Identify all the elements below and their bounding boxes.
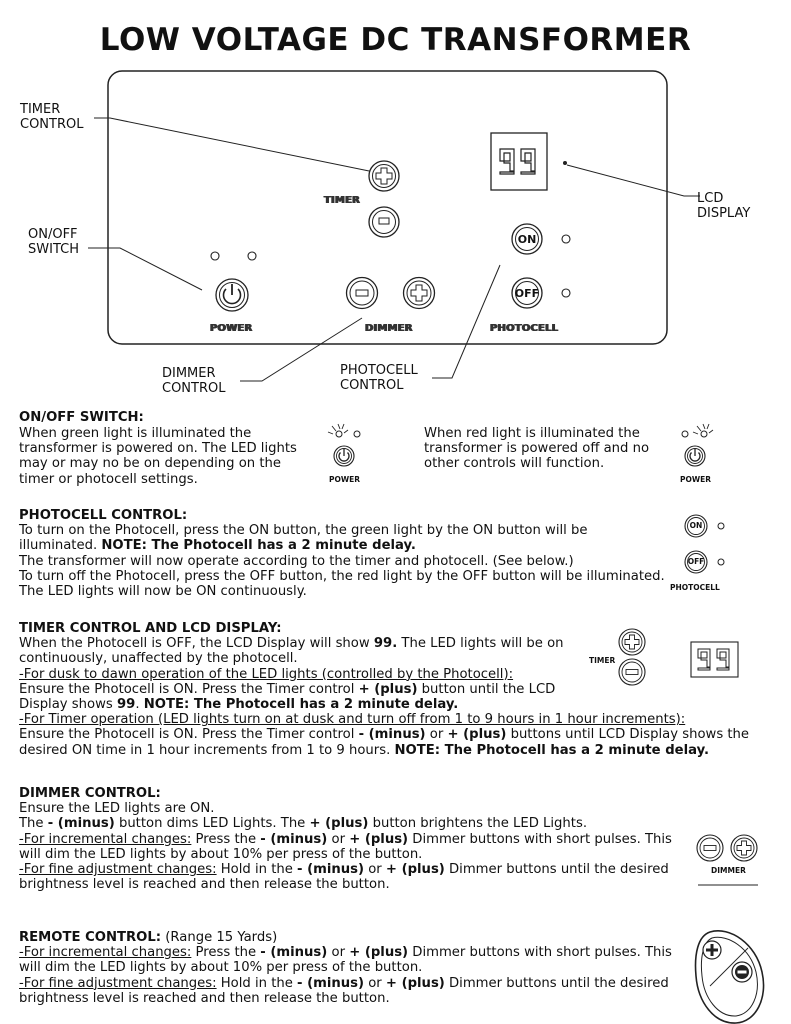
photocell-leader-line [432,264,501,379]
photocell-on-button [511,223,543,255]
power-green-light [210,251,220,261]
lcd-leader-line [566,164,700,197]
photocell-icon [684,514,725,574]
page-title: LOW VOLTAGE DC TRANSFORMER [99,22,692,58]
photocell-p1: To turn on the Photocell, press the ON b… [19,523,588,554]
timer-heading: TIMER CONTROL AND LCD DISPLAY: [19,621,282,636]
off-indicator-light [561,288,571,298]
timer-p3: Ensure the Photocell is ON. Press the Ti… [19,727,750,758]
dimmer-icon [696,834,758,886]
dimmer-l2: The - (minus) button dims LED Lights. Th… [19,816,588,832]
timer-p1: When the Photocell is OFF, the LCD Displ… [19,636,564,667]
photocell-icon-label: PHOTOCELL [670,583,720,592]
dimmer-section: DIMMER CONTROL: Ensure the LED lights ar… [19,786,691,892]
dimmer-control-callout: DIMMER CONTROL [162,366,226,396]
power-off-icon-label: POWER [680,475,712,484]
power-button [215,278,249,312]
lcd-icon [690,641,739,678]
power-off-icon [681,423,714,467]
photocell-p3: To turn off the Photocell, press the OFF… [19,568,665,600]
onoff-heading: ON/OFF SWITCH: [19,410,144,425]
dimmer-panel-label: DIMMER [365,323,413,334]
photocell-control-callout: PHOTOCELL CONTROL [340,363,418,393]
timer-minus-button [368,206,400,238]
dimmer-icon-label: DIMMER [711,866,746,875]
on-button-label: ON [517,233,537,246]
dimmer-incremental: -For incremental changes: Press the - (m… [19,831,672,862]
off-button-label: OFF [514,287,540,300]
photocell-section: PHOTOCELL CONTROL: To turn on the Photoc… [19,508,669,599]
photocell-off-button [511,277,543,309]
dimmer-leader-line [240,317,363,382]
timer-leader-line [94,117,375,173]
lcd-display-callout: LCD DISPLAY [697,191,751,221]
dimmer-fine: -For fine adjustment changes: Hold in th… [19,862,669,893]
transformer-panel [107,70,668,345]
power-red-light [247,251,257,261]
timer-p2: Ensure the Photocell is ON. Press the Ti… [19,681,556,713]
timer-section: TIMER CONTROL AND LCD DISPLAY: When the … [19,621,779,758]
remote-incremental: -For incremental changes: Press the - (m… [19,945,672,976]
remote-control-icon [694,930,765,1024]
timer-icon [618,628,646,686]
on-indicator-light [561,234,571,244]
photocell-panel-label: PHOTOCELL [490,323,559,334]
onoff-switch-callout: ON/OFF SWITCH [28,227,79,257]
remote-section: REMOTE CONTROL: (Range 15 Yards) -For in… [19,930,691,1006]
power-on-icon-label: POWER [329,475,361,484]
dimmer-l1: Ensure the LED lights are ON. [19,801,215,817]
remote-fine: -For fine adjustment changes: Hold in th… [19,975,669,1006]
timer-sub2: -For Timer operation (LED lights turn on… [19,712,686,728]
timer-icon-label: TIMER [589,656,616,665]
dimmer-heading: DIMMER CONTROL: [19,786,161,801]
photocell-heading: PHOTOCELL CONTROL: [19,508,188,523]
transformer-diagram [88,70,700,382]
timer-panel-label: TIMER [324,195,361,206]
timer-sub1: -For dusk to dawn operation of the LED l… [19,666,514,682]
onoff-leader-line [88,247,203,291]
photocell-p2: The transformer will now operate accordi… [19,553,574,569]
onoff-green-text: When green light is illuminated the tran… [19,426,297,487]
dimmer-plus-button [402,276,436,310]
photocell-icon-on: ON [689,521,703,530]
dimmer-minus-button [345,276,379,310]
remote-heading-line: REMOTE CONTROL: (Range 15 Yards) [19,930,278,945]
lcd-display [490,132,548,191]
timer-control-callout: TIMER CONTROL [20,102,84,132]
photocell-icon-off: OFF [687,557,705,566]
onoff-red-text: When red light is illuminated the transf… [424,426,650,472]
timer-plus-button [368,160,400,192]
power-panel-label: POWER [210,323,253,334]
power-on-icon [327,423,361,467]
